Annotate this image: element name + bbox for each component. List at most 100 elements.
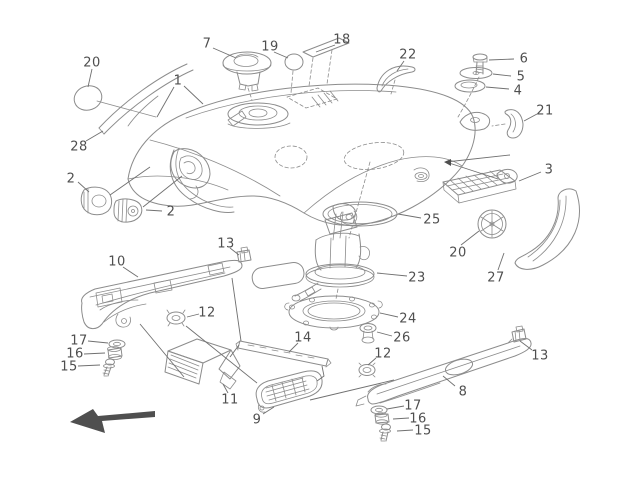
emblem-left — [73, 85, 157, 118]
callout-leader-3 — [518, 171, 542, 182]
callout-leader-17 — [386, 405, 405, 410]
mat-bracket — [496, 168, 518, 184]
left-side-cover — [81, 259, 243, 330]
callout-14: 14 — [294, 331, 312, 346]
swoosh-trim — [514, 188, 580, 270]
projection-line-cover-strip — [231, 277, 242, 342]
bolt-6 — [457, 53, 488, 118]
cap-seal — [284, 53, 304, 94]
callout-leader-6 — [488, 58, 515, 61]
callout-10: 10 — [108, 255, 126, 270]
projection-line-cover-scoop — [139, 323, 185, 378]
callout-leader-25 — [397, 213, 422, 219]
callout-27: 27 — [487, 271, 505, 286]
callout-leader-2 — [77, 181, 90, 193]
projection-line-strip-grille — [316, 365, 325, 382]
sticker-hatch — [311, 90, 339, 108]
callout-leader-5 — [492, 73, 512, 77]
callout-leader-10 — [122, 266, 139, 278]
callout-leader-18 — [315, 44, 336, 53]
callout-leader-1 — [156, 86, 175, 118]
filler-neck-base — [227, 122, 291, 129]
clip-13-left — [236, 246, 252, 263]
callout-28: 28 — [70, 140, 88, 155]
filler-neck — [227, 102, 291, 129]
callout-1: 1 — [174, 74, 183, 89]
callout-13: 13 — [217, 237, 235, 252]
damper-right — [113, 198, 143, 223]
warning-sticker — [302, 37, 350, 87]
sticker-target-outline — [286, 87, 338, 109]
callout-leader-20 — [460, 230, 480, 246]
fuel-tank — [127, 83, 491, 226]
callout-leader-8 — [442, 375, 456, 387]
callout-leader-22 — [396, 60, 405, 72]
callout-26: 26 — [393, 331, 411, 346]
tank-left-crease — [149, 139, 281, 197]
air-scoop — [164, 338, 241, 390]
callout-15: 15 — [60, 360, 78, 375]
callout-leader-24 — [379, 312, 399, 318]
callout-leader-14 — [288, 342, 299, 353]
tank-bottom-tabs — [340, 167, 430, 225]
rear-mount-flange — [459, 111, 491, 131]
callout-leader-15 — [396, 429, 414, 432]
callout-leader-26 — [376, 331, 393, 337]
callout-13: 13 — [531, 349, 549, 364]
callout-12: 12 — [198, 306, 216, 321]
pump-hole-hidden-line — [343, 142, 405, 170]
callout-3: 3 — [545, 163, 554, 178]
callout-4: 4 — [514, 84, 523, 99]
callout-leader-12 — [186, 313, 200, 318]
callout-leader-1 — [183, 85, 204, 105]
callout-leader-19 — [273, 51, 289, 59]
bracket-strip — [235, 340, 332, 368]
callout-22: 22 — [399, 48, 417, 63]
collar-16-right — [374, 412, 390, 425]
filler-neck-inner — [248, 108, 268, 118]
callout-leader-13 — [229, 247, 240, 256]
left-arrow — [70, 409, 155, 433]
tank-front-bracket — [170, 148, 211, 189]
projection-line-grille-cover — [309, 379, 395, 401]
callout-leader-9 — [262, 406, 275, 415]
callout-leader-2 — [145, 209, 163, 212]
callout-leader-27 — [497, 252, 505, 271]
o-ring — [322, 201, 398, 227]
tank-skirt-inner — [175, 147, 234, 208]
callout-leader-16 — [392, 417, 410, 420]
filler-neck-outer — [227, 102, 289, 126]
callout-15: 15 — [414, 424, 432, 439]
callout-leader-13 — [519, 340, 533, 351]
callout-16: 16 — [409, 412, 427, 427]
callout-17: 17 — [404, 399, 422, 414]
callout-18: 18 — [333, 33, 351, 48]
fuel-cap — [222, 51, 272, 101]
filler-neck-tab — [227, 110, 247, 127]
callout-leader-17 — [87, 340, 109, 344]
callout-leader-11 — [222, 383, 229, 394]
callout-25: 25 — [423, 213, 441, 228]
callout-16: 16 — [66, 347, 84, 362]
fuel-pump — [251, 161, 375, 302]
vent-hole-hidden-line — [274, 145, 308, 169]
callout-leader-21 — [523, 113, 538, 122]
callout-6: 6 — [520, 52, 529, 67]
bolt-15-right — [379, 423, 391, 442]
pump-hose — [294, 282, 322, 302]
damper-link-right — [142, 175, 183, 208]
callout-19: 19 — [261, 40, 279, 55]
damper-left — [80, 186, 113, 216]
damper-21 — [491, 109, 524, 139]
tank-front-bracket-tab — [189, 185, 199, 200]
washer-17-left — [108, 339, 126, 349]
tank-front-bracket-inner — [179, 155, 203, 180]
tank-side-crease — [303, 156, 463, 214]
bolt-15-left — [102, 358, 115, 377]
washer-17-right — [370, 405, 388, 415]
collar-16-left — [107, 346, 123, 360]
pump-foam — [251, 261, 305, 289]
washer-4 — [454, 79, 486, 93]
washer-5 — [459, 67, 493, 79]
